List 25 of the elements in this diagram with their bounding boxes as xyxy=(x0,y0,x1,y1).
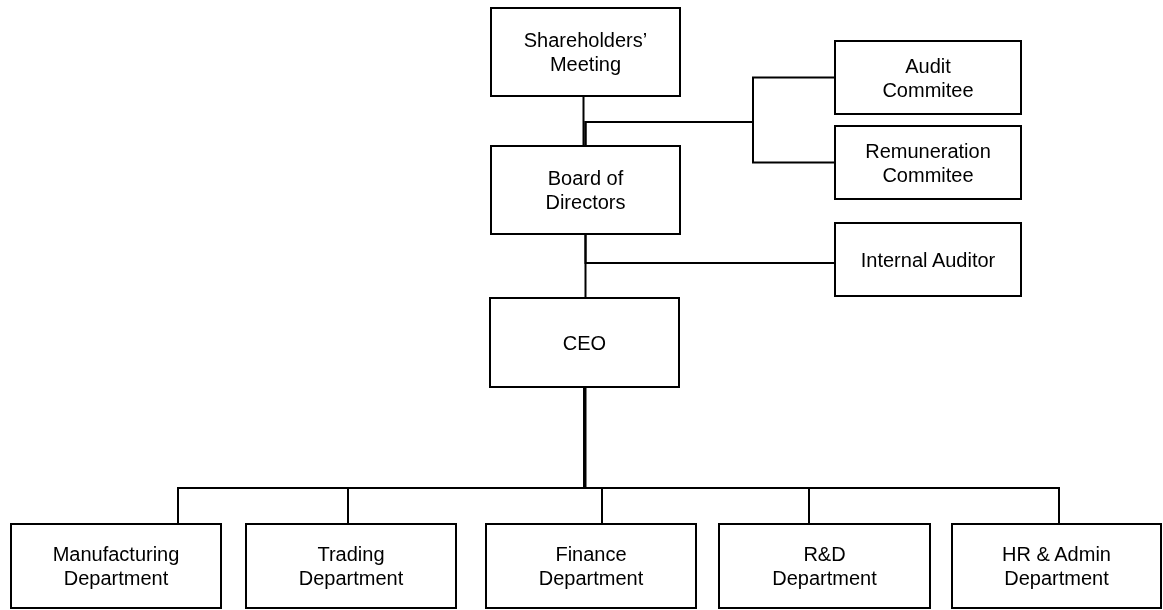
box-label: HR & Admin Department xyxy=(1001,542,1112,590)
department-box xyxy=(245,523,457,609)
committee-box xyxy=(834,40,1022,115)
box-label: R&D Department xyxy=(771,542,878,590)
box-label: Board of Directors xyxy=(544,166,627,214)
department-box xyxy=(718,523,931,609)
department-box xyxy=(10,523,222,609)
box-label: Remuneration Commitee xyxy=(864,138,992,187)
connector-line xyxy=(584,121,835,164)
box-label: Trading Department xyxy=(297,542,405,590)
box-label: Shareholders’ Meeting xyxy=(522,28,649,76)
org-box xyxy=(834,222,1022,297)
connector-line xyxy=(582,96,585,146)
org-box xyxy=(489,297,680,388)
department-box xyxy=(485,523,697,609)
org-box xyxy=(490,145,681,235)
box-label: Finance Department xyxy=(537,542,645,590)
department-box xyxy=(951,523,1162,609)
box-label: Internal Auditor xyxy=(860,247,996,272)
connector-line xyxy=(584,234,835,264)
org-box xyxy=(490,7,681,97)
box-label: Manufacturing Department xyxy=(51,542,181,590)
box-label: Audit Commitee xyxy=(881,53,975,102)
committee-box xyxy=(834,125,1022,200)
box-label: CEO xyxy=(562,330,607,355)
